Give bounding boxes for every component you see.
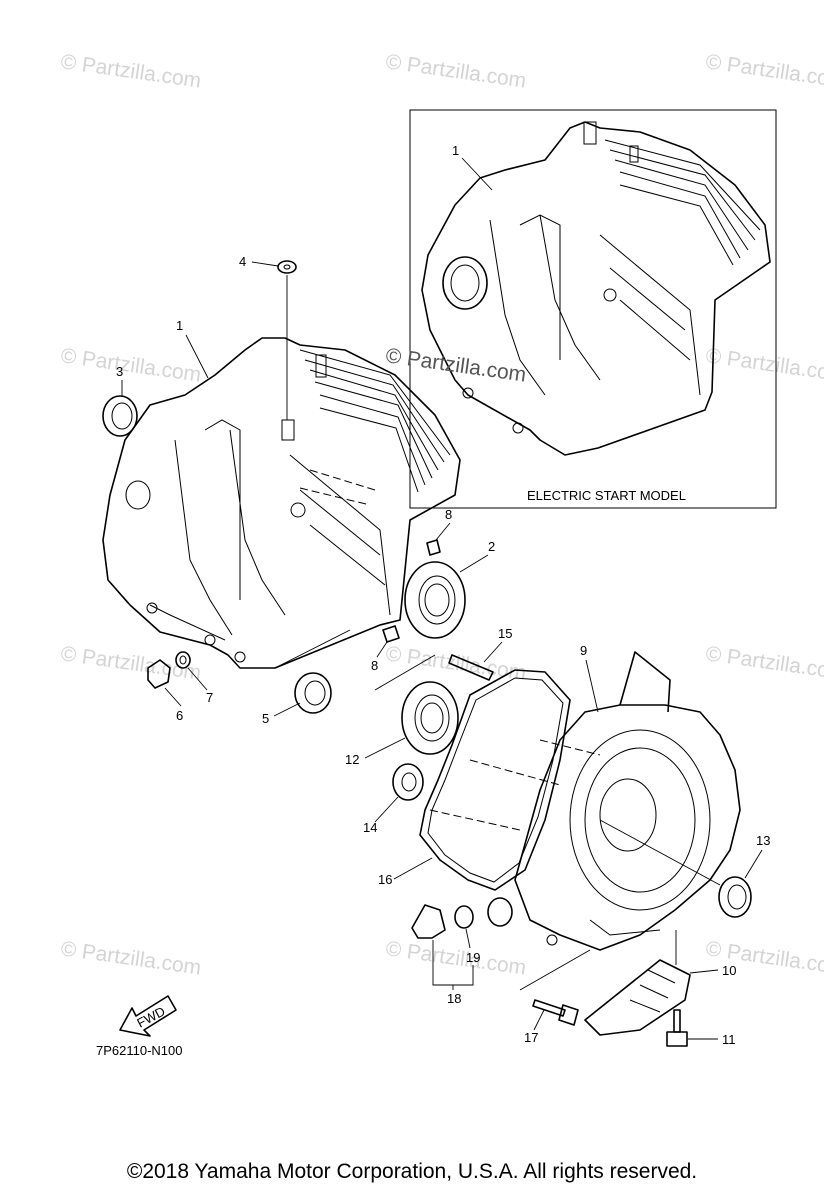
- callout-label: 4: [239, 254, 246, 269]
- gasket-part-16: [419, 669, 571, 891]
- inset-electric-start: ELECTRIC START MODEL 1: [409, 109, 777, 509]
- watermark: © Partzilla.com: [384, 642, 527, 684]
- washer-part-4: [277, 260, 297, 420]
- callout-label: 6: [176, 708, 183, 723]
- callout-label: 1: [176, 318, 183, 333]
- callout-label: 7: [206, 690, 213, 705]
- watermark: © Partzilla.com: [704, 344, 824, 386]
- crankcase-part-1: [102, 337, 461, 669]
- crankcase-cover-part-9: [487, 651, 741, 951]
- alignment-lines: [274, 469, 721, 991]
- watermarks: © Partzilla.com © Partzilla.com © Partzi…: [59, 50, 824, 979]
- watermark: © Partzilla.com: [704, 642, 824, 684]
- callout-label: 10: [722, 963, 736, 978]
- bearing-part-2: [404, 561, 466, 639]
- callout-label: 3: [116, 364, 123, 379]
- figure-code: 7P62110-N100: [96, 1043, 183, 1058]
- dowel-pins-part-8: [382, 539, 441, 643]
- callout-label: 16: [378, 872, 392, 887]
- bolt-part-17: [532, 999, 579, 1026]
- callout-label: 19: [466, 950, 480, 965]
- callout-label: 1: [452, 143, 459, 158]
- watermark: © Partzilla.com: [59, 50, 202, 92]
- oil-filler-part-18: [411, 904, 474, 939]
- callout-label: 17: [524, 1030, 538, 1045]
- copyright-notice: ©2018 Yamaha Motor Corporation, U.S.A. A…: [126, 1160, 698, 1183]
- bearing-part-12: [401, 681, 459, 755]
- callout-label: 9: [580, 643, 587, 658]
- callout-label: 15: [498, 626, 512, 641]
- oil-seal-part-3: [102, 395, 138, 437]
- callout-label: 8: [371, 658, 378, 673]
- cover-part-10: [584, 959, 691, 1036]
- watermark: © Partzilla.com: [59, 344, 202, 386]
- callout-label: 18: [447, 991, 461, 1006]
- callout-label: 8: [445, 507, 452, 522]
- callout-label: 5: [262, 711, 269, 726]
- bolt-part-11: [666, 1009, 688, 1047]
- callout-label: 2: [488, 539, 495, 554]
- watermark: © Partzilla.com: [384, 937, 527, 979]
- callout-label: 14: [363, 820, 377, 835]
- bearing-part-14: [392, 763, 424, 801]
- watermark: © Partzilla.com: [384, 50, 527, 92]
- bearing-part-5: [294, 672, 332, 714]
- watermark: © Partzilla.com: [704, 50, 824, 92]
- callout-label: 11: [722, 1032, 736, 1047]
- inset-caption: ELECTRIC START MODEL: [527, 488, 686, 503]
- oil-seal-part-13: [718, 876, 752, 918]
- callout-label: 13: [756, 833, 770, 848]
- watermark: © Partzilla.com: [59, 937, 202, 979]
- callouts: 1 2 3 4 5 6 7 8 8 9 10 11 12 13 14 15: [116, 254, 770, 1047]
- callout-label: 12: [345, 752, 359, 767]
- stud-part-15: [448, 654, 494, 681]
- plug-part-6: [147, 651, 191, 689]
- forward-arrow-icon: FWD: [119, 995, 177, 1037]
